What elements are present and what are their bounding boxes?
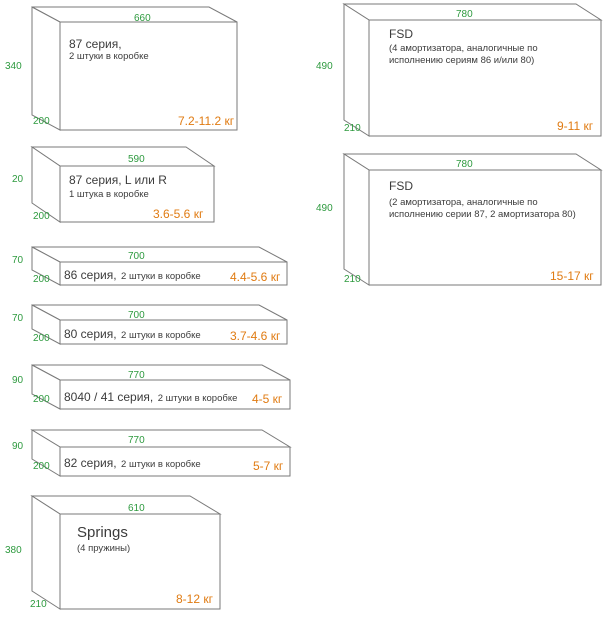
package-note: 2 штуки в коробке [121, 271, 201, 282]
series-name: 82 серия, [64, 456, 117, 470]
series-name: 87 серия, L или R [69, 173, 167, 187]
depth-label: 200 [33, 116, 50, 127]
series-line: 86 серия, 2 штуки в коробке [64, 266, 201, 283]
weight-label: 5-7 кг [253, 459, 284, 473]
series-name: Springs [77, 524, 128, 541]
box-top-face [30, 146, 216, 167]
box-80-series: 700 70 200 80 серия, 2 штуки в коробке 3… [12, 304, 288, 345]
box-springs: 610 380 210 Springs (4 пружины) 8-12 кг [5, 495, 222, 610]
box-front-face [368, 169, 602, 286]
depth-label: 210 [344, 274, 361, 285]
width-label: 660 [134, 13, 151, 24]
series-name: 87 серия, [69, 37, 122, 51]
package-note: (4 пружины) [77, 543, 130, 554]
width-label: 610 [128, 503, 145, 514]
series-line: 82 серия, 2 штуки в коробке [64, 454, 201, 471]
width-label: 590 [128, 154, 145, 165]
width-label: 780 [456, 159, 473, 170]
package-note: 2 штуки в коробке [121, 330, 201, 341]
depth-label: 200 [33, 333, 50, 344]
series-name: 80 серия, [64, 327, 117, 341]
package-note-line2: исполнению сериям 86 и/или 80) [389, 55, 534, 66]
package-note: (2 амортизатора, аналогичные по [389, 197, 538, 208]
series-name: 8040 / 41 серия, [64, 390, 153, 404]
height-label: 380 [5, 545, 22, 556]
depth-label: 200 [33, 274, 50, 285]
box-front-face [59, 319, 288, 345]
depth-label: 210 [30, 599, 47, 610]
box-top-face [31, 246, 288, 263]
weight-label: 3.6-5.6 кг [153, 207, 204, 221]
width-label: 700 [128, 310, 145, 321]
box-fsd-2-2-dampers: 780 490 210 FSD (2 амортизатора, аналоги… [316, 153, 603, 286]
package-note: 1 штука в коробке [69, 189, 149, 200]
box-front-face [59, 513, 221, 610]
weight-label: 4-5 кг [252, 392, 283, 406]
package-note-line2: исполнению серии 87, 2 амортизатора 80) [389, 209, 576, 220]
package-note: (4 амортизатора, аналогичные по [389, 43, 538, 54]
box-front-face [59, 21, 238, 131]
series-line: 80 серия, 2 штуки в коробке [64, 325, 201, 342]
box-top-face [30, 495, 222, 515]
box-side-face [343, 3, 370, 137]
box-side-face [31, 495, 61, 610]
box-87-series-2pcs: 660 340 200 87 серия, 2 штуки в коробке … [5, 6, 238, 131]
width-label: 770 [128, 370, 145, 381]
height-label: 90 [12, 441, 24, 452]
box-front-face [368, 19, 602, 137]
box-top-face [31, 304, 288, 321]
weight-label: 15-17 кг [550, 269, 594, 283]
series-name: 86 серия, [64, 268, 117, 282]
box-side-face [31, 6, 61, 131]
box-front-face [59, 446, 291, 477]
height-label: 70 [12, 255, 24, 266]
package-note: 2 штуки в коробке [69, 51, 149, 62]
height-label: 490 [316, 203, 333, 214]
depth-label: 200 [33, 211, 50, 222]
weight-label: 9-11 кг [557, 119, 594, 133]
weight-label: 8-12 кг [176, 592, 214, 606]
weight-label: 3.7-4.6 кг [230, 329, 281, 343]
depth-label: 200 [33, 394, 50, 405]
box-87-series-l-r: 590 20 200 87 серия, L или R 1 штука в к… [12, 146, 216, 223]
box-top-face [31, 364, 291, 381]
box-side-face [343, 153, 370, 286]
box-top-face [30, 429, 292, 448]
height-label: 490 [316, 61, 333, 72]
width-label: 770 [128, 435, 145, 446]
box-82-series: 770 90 200 82 серия, 2 штуки в коробке 5… [12, 429, 292, 477]
weight-label: 7.2-11.2 кг [178, 114, 235, 128]
series-line: 8040 / 41 серия, 2 штуки в коробке [64, 388, 237, 405]
depth-label: 200 [33, 461, 50, 472]
box-fsd-4-dampers: 780 490 210 FSD (4 амортизатора, аналоги… [316, 3, 603, 137]
width-label: 780 [456, 9, 473, 20]
series-name: FSD [389, 179, 413, 193]
package-note: 2 штуки в коробке [158, 393, 238, 404]
box-front-face [59, 261, 288, 286]
box-8040-41-series: 770 90 200 8040 / 41 серия, 2 штуки в ко… [12, 364, 291, 410]
box-front-face [59, 165, 215, 223]
height-label: 20 [12, 174, 24, 185]
box-86-series: 700 70 200 86 серия, 2 штуки в коробке 4… [12, 246, 288, 286]
height-label: 340 [5, 61, 22, 72]
width-label: 700 [128, 251, 145, 262]
height-label: 70 [12, 313, 24, 324]
package-note: 2 штуки в коробке [121, 459, 201, 470]
depth-label: 210 [344, 123, 361, 134]
series-name: FSD [389, 27, 413, 41]
box-front-face [59, 379, 291, 410]
weight-label: 4.4-5.6 кг [230, 270, 281, 284]
height-label: 90 [12, 375, 24, 386]
